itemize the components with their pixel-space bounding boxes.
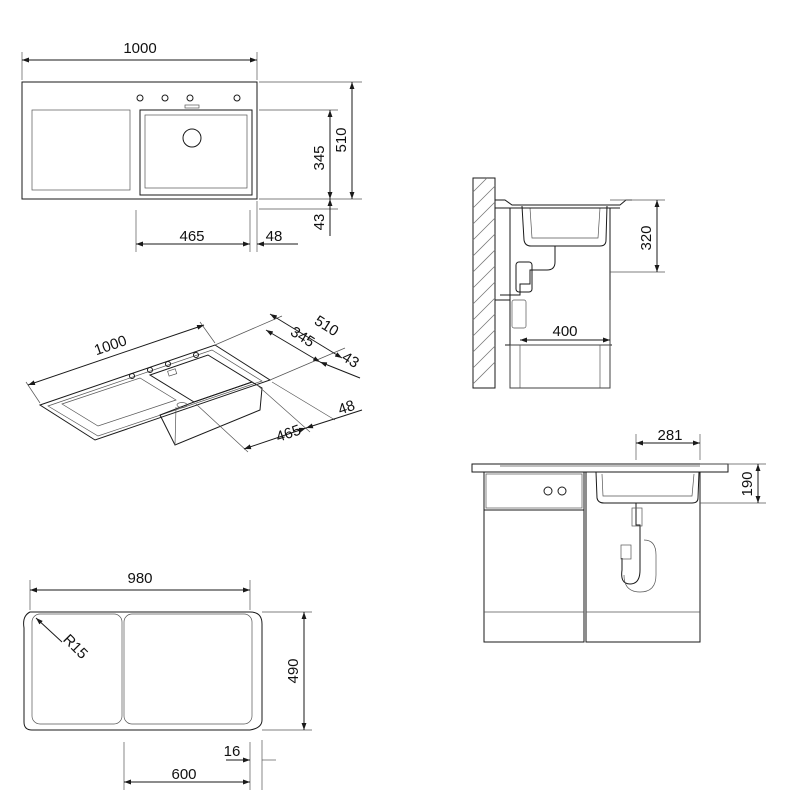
side-dim-depth-label: 320 — [638, 225, 655, 250]
cabinet — [509, 207, 611, 389]
iso-tap-hole — [147, 367, 153, 373]
overflow-slot — [184, 104, 200, 109]
iso-view: 1000 510 345 43 465 48 — [25, 312, 363, 453]
radius-leader — [35, 617, 63, 643]
dim-side-offset-label: 48 — [266, 228, 283, 245]
iso-drain — [176, 402, 188, 408]
drain-hole — [182, 128, 202, 148]
side-bowl — [521, 205, 608, 247]
tap-hole — [136, 94, 144, 102]
front-dim-width-label: 281 — [657, 427, 682, 444]
iso-sink-top — [38, 344, 272, 441]
iso-overflow-slot — [167, 368, 178, 377]
side-section-view: 320 400 — [472, 177, 665, 389]
dim-bowl-width-label: 465 — [179, 228, 204, 245]
iso-drainer — [61, 377, 177, 427]
dim-front-offset-label: 43 — [311, 214, 328, 231]
cutout-dim-edge-label: 16 — [224, 743, 241, 760]
cutout-right-section — [123, 613, 253, 725]
iso-dim-bowl-width-label: 465 — [274, 422, 303, 446]
dim-depth-label: 510 — [333, 127, 350, 152]
iso-dim-width-label: 1000 — [92, 332, 129, 359]
iso-dimension-line-bowl-depth — [265, 329, 321, 363]
trap — [515, 261, 533, 293]
front-dim-height-label: 190 — [739, 471, 756, 496]
iso-tap-hole — [165, 361, 171, 367]
left-cabinet — [483, 471, 585, 643]
iso-dim-side-offset-label: 48 — [336, 397, 357, 419]
cutout-dim-split-label: 600 — [171, 766, 196, 783]
appliance-knob — [557, 486, 567, 496]
cutout-view: R15 980 490 600 16 — [23, 570, 312, 790]
side-dim-drain-label: 400 — [552, 323, 577, 340]
cutout-outline — [23, 611, 263, 731]
tap-hole — [186, 94, 194, 102]
iso-tap-hole — [129, 373, 135, 379]
worktop — [471, 463, 729, 473]
dim-width-label: 1000 — [123, 40, 156, 57]
drainer-area — [31, 109, 131, 191]
front-drain-pipe — [621, 503, 641, 585]
appliance-knob — [543, 486, 553, 496]
tap-hole — [233, 94, 241, 102]
cutout-dim-height-label: 490 — [285, 658, 302, 683]
drain-pipe — [500, 246, 556, 296]
iso-sink-top-inner — [47, 349, 263, 437]
iso-dimension-line-bowl-width — [243, 427, 307, 450]
dim-bowl-depth-label: 345 — [311, 145, 328, 170]
wall-hatch — [472, 177, 496, 385]
iso-dim-front-offset-label: 43 — [339, 349, 362, 372]
iso-dimension-line-width — [27, 324, 205, 386]
front-bowl — [595, 471, 700, 504]
front-section-view: 281 190 — [471, 427, 766, 643]
wall — [472, 177, 496, 389]
right-cabinet — [585, 471, 701, 643]
countertop — [495, 199, 632, 206]
bowl-outline — [139, 109, 253, 196]
bowl-inner — [144, 114, 248, 189]
iso-dimension-line-front-offset — [319, 361, 361, 379]
iso-dimension-line-side-offset — [305, 409, 363, 429]
cutout-dim-width-label: 980 — [127, 570, 152, 587]
sink-outline — [21, 81, 258, 200]
cutout-left-section — [31, 613, 123, 725]
tap-hole — [161, 94, 169, 102]
dim-radius-label: R15 — [59, 631, 90, 662]
top-view: 1000 510 345 43 465 48 — [21, 40, 362, 252]
